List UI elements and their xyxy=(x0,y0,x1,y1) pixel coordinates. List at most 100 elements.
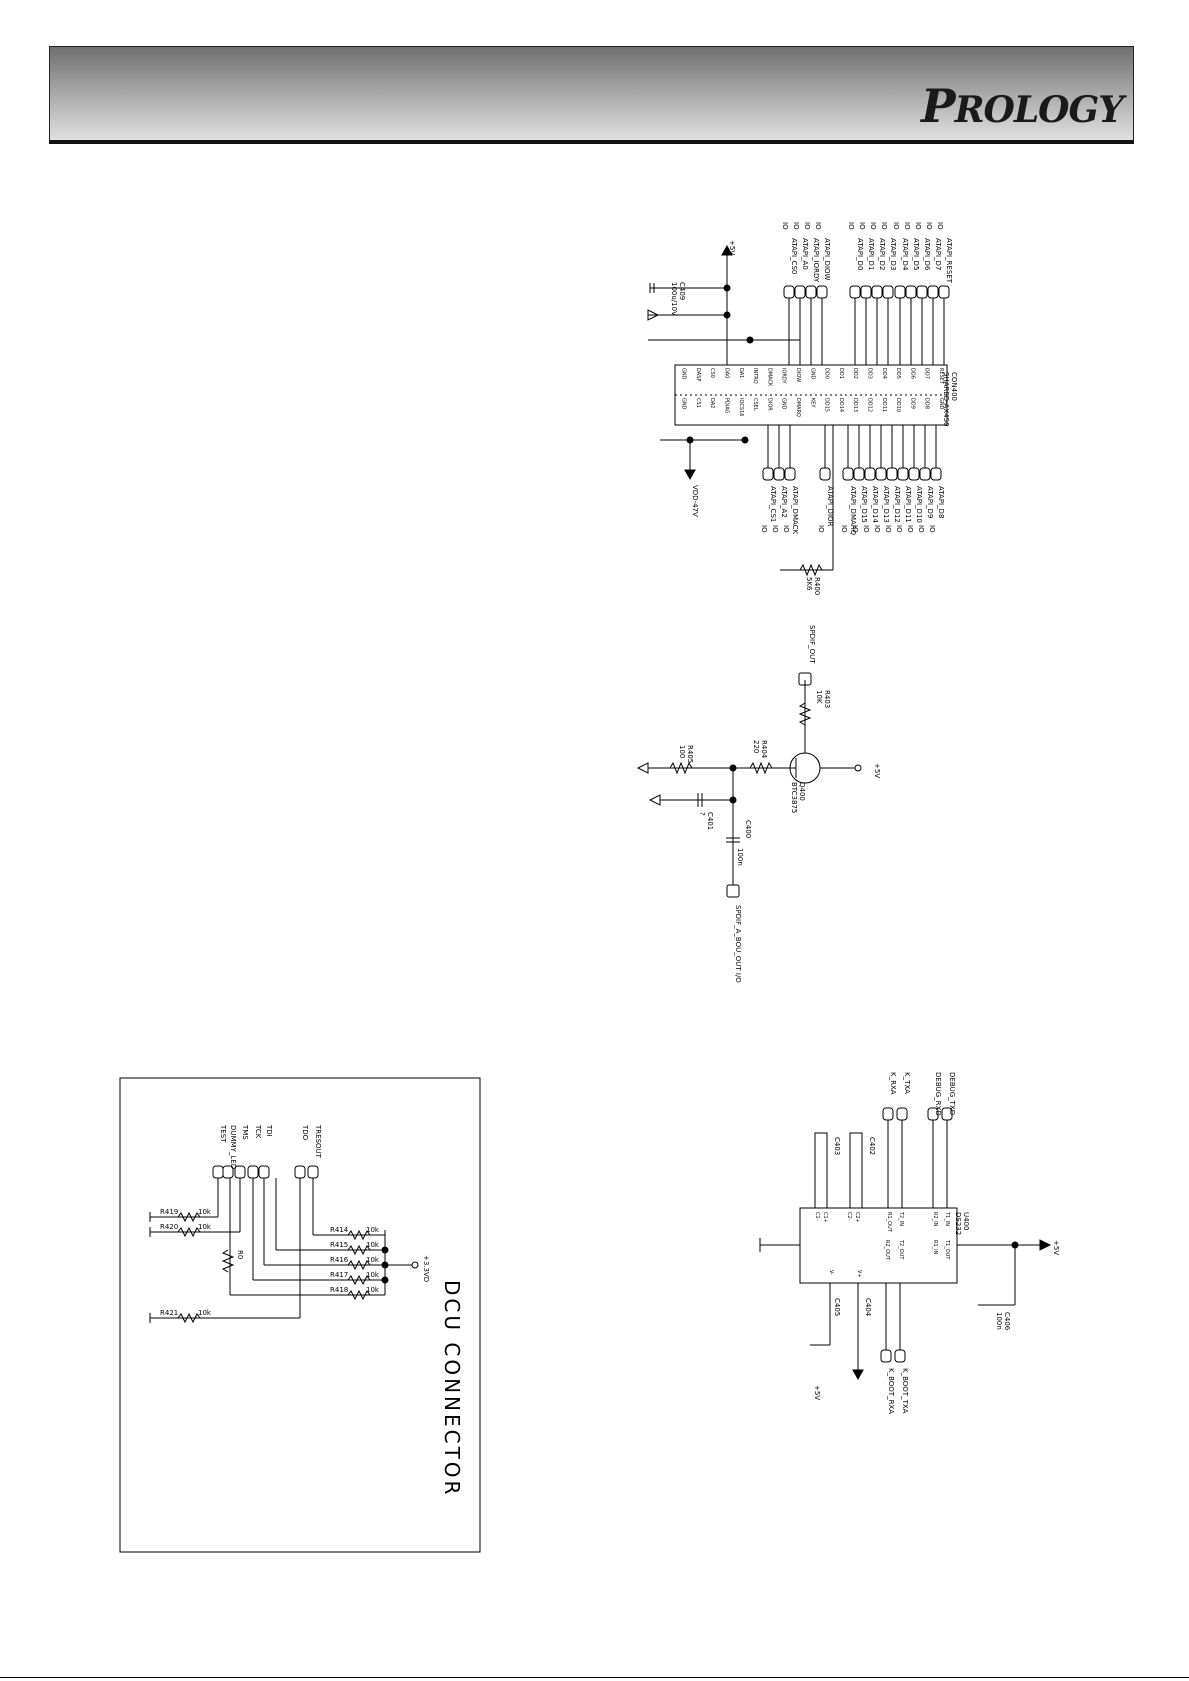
r404-resistor xyxy=(749,761,773,775)
ide-right-net-label: ATAPI_D10 xyxy=(915,486,923,523)
c400-ref: C400 xyxy=(744,820,752,838)
u400-part: DS232 xyxy=(954,1212,962,1235)
junction xyxy=(746,336,754,344)
ide-pin-name-right: GND xyxy=(938,398,944,410)
c403-cap xyxy=(814,1132,828,1209)
ide-left-net-tag: IO xyxy=(814,222,822,230)
ide-right-port xyxy=(875,467,887,481)
c400-value: 100n xyxy=(736,848,744,866)
r400-value: 5K6 xyxy=(805,577,813,591)
ide-pin-name-left: CS0 xyxy=(709,368,715,378)
u400-vcc-arrow xyxy=(1039,1239,1052,1251)
ide-left-net-tag: IO xyxy=(880,222,888,230)
dcu-block xyxy=(119,1077,481,1553)
dcu-net-label: TMS xyxy=(241,1124,249,1140)
ide-pin-name-left: DD7 xyxy=(924,368,930,379)
rs232-bottom-net-label: K_BOOT_RXA xyxy=(887,1368,895,1414)
junction xyxy=(723,284,731,292)
dcu-net-label: TDO xyxy=(301,1124,309,1141)
junction xyxy=(741,436,749,444)
ide-right-net-tag: IO xyxy=(851,525,859,533)
ide-left-net-tag: IO xyxy=(925,222,933,230)
ide-left-net-label: ATAPI_D6 xyxy=(923,238,931,271)
rs232-pin-name: R2_OUT xyxy=(884,1240,890,1261)
dcu-pulldown-ref: R421 xyxy=(160,1309,178,1317)
r405-ref: R405 xyxy=(686,745,694,763)
ide-right-net-label: ATAPI_DIOR xyxy=(826,486,834,527)
rs232-pin-name: R1_IN xyxy=(932,1240,938,1255)
ide-pin-name-right: GND xyxy=(781,398,787,410)
rs232-top-port xyxy=(882,1107,894,1121)
ide-right-net-label: ATAPI_D11 xyxy=(904,486,912,523)
rs232-pin-name: C2+ xyxy=(854,1212,860,1223)
rs232-top-net-label: K_TXA xyxy=(903,1072,911,1094)
dcu-net-label: DUMMY_LED xyxy=(229,1125,237,1169)
ide-ground-label: VDD-47V xyxy=(691,485,699,517)
ide-pin-name-left: DD6 xyxy=(909,368,915,379)
ide-left-net-tag: IO xyxy=(803,222,811,230)
ide-right-net-tag: IO xyxy=(782,525,790,533)
junction xyxy=(381,1276,389,1284)
dcu-pulldown-ref: R419 xyxy=(160,1208,178,1216)
dcu-pullup-value: 10k xyxy=(366,1241,380,1249)
ide-pin-name-right: DD12 xyxy=(867,398,873,412)
ide-left-port xyxy=(905,285,917,299)
ide-left-port xyxy=(927,285,939,299)
ide-right-net-label: ATAPI_DMARQ xyxy=(849,486,857,536)
ide-left-port xyxy=(882,285,894,299)
c409-value: 100u/10V xyxy=(670,282,678,316)
c401-value: ? xyxy=(698,812,706,816)
ide-pin-name-left: DASP xyxy=(695,368,701,381)
ide-left-net-tag: IO xyxy=(914,222,922,230)
prology-logo: PROLOGY xyxy=(921,79,1124,133)
ide-pin-name-right: DMARQ xyxy=(795,398,801,417)
dcu-net-port xyxy=(222,1165,234,1179)
ide-pin-name-left: DD2 xyxy=(852,368,858,379)
dcu-pulldown-value: 10k xyxy=(198,1223,212,1231)
rs232-pin-name: V- xyxy=(828,1270,834,1275)
c404-supply: +5V xyxy=(813,1385,821,1400)
ide-right-port xyxy=(762,467,774,481)
ide-right-net-label: ATAPI_D14 xyxy=(871,486,879,523)
ide-right-net-label: ATAPI_D15 xyxy=(860,486,868,523)
r0-resistor xyxy=(221,1249,235,1273)
rs232-top-port xyxy=(896,1107,908,1121)
ide-left-net-tag: IO xyxy=(858,222,866,230)
ide-pin-name-left: GND xyxy=(681,368,687,380)
ide-right-net-tag: IO xyxy=(862,525,870,533)
ide-right-net-tag: IO xyxy=(771,525,779,533)
junction xyxy=(381,1246,389,1254)
ide-right-port xyxy=(930,467,942,481)
rs232-pin-name: R2_IN xyxy=(932,1212,938,1227)
dcu-pullup-value: 10k xyxy=(366,1286,380,1294)
ide-left-port xyxy=(849,285,861,299)
rs232-pin-name: C1+ xyxy=(822,1212,828,1223)
r404-value: 220 xyxy=(752,740,760,753)
junction xyxy=(1011,1241,1019,1249)
dcu-pullup-resistor xyxy=(347,1274,371,1286)
dcu-pullup-ref: R414 xyxy=(330,1226,349,1234)
r404-ref: R404 xyxy=(760,740,768,759)
dcu-net-port xyxy=(212,1165,224,1179)
ide-right-port xyxy=(784,467,796,481)
con400-part: SHARED-AX450 xyxy=(942,372,950,427)
dcu-pullup-value: 10k xyxy=(366,1256,380,1264)
ide-right-net-label: ATAPI_D9 xyxy=(926,486,934,518)
ide-right-net-label: ATAPI_D12 xyxy=(893,486,901,523)
rs232-top-net-label: DEBUG_RXD xyxy=(934,1072,942,1116)
ide-pin-name-right: DD9 xyxy=(909,398,915,409)
ide-pin-name-left: GND xyxy=(809,368,815,380)
spdif-out-arrow xyxy=(636,762,649,774)
ide-pin-name-left: DIOW xyxy=(795,368,801,382)
ide-gnd-arrow xyxy=(647,309,660,321)
c401-gnd-arrow xyxy=(648,794,661,806)
rs232-top-net-label: K_RXA xyxy=(889,1072,897,1095)
rs232-top-port xyxy=(927,1107,939,1121)
rs232-top-port xyxy=(941,1107,953,1121)
dcu-pullup-resistor xyxy=(347,1259,371,1271)
ide-pin-name-right: GND xyxy=(681,398,687,410)
dcu-pullup-ref: R415 xyxy=(330,1241,348,1249)
ide-right-net-label: ATAPI_DMACK xyxy=(791,486,799,535)
ide-pin-name-left: DD4 xyxy=(881,368,887,379)
